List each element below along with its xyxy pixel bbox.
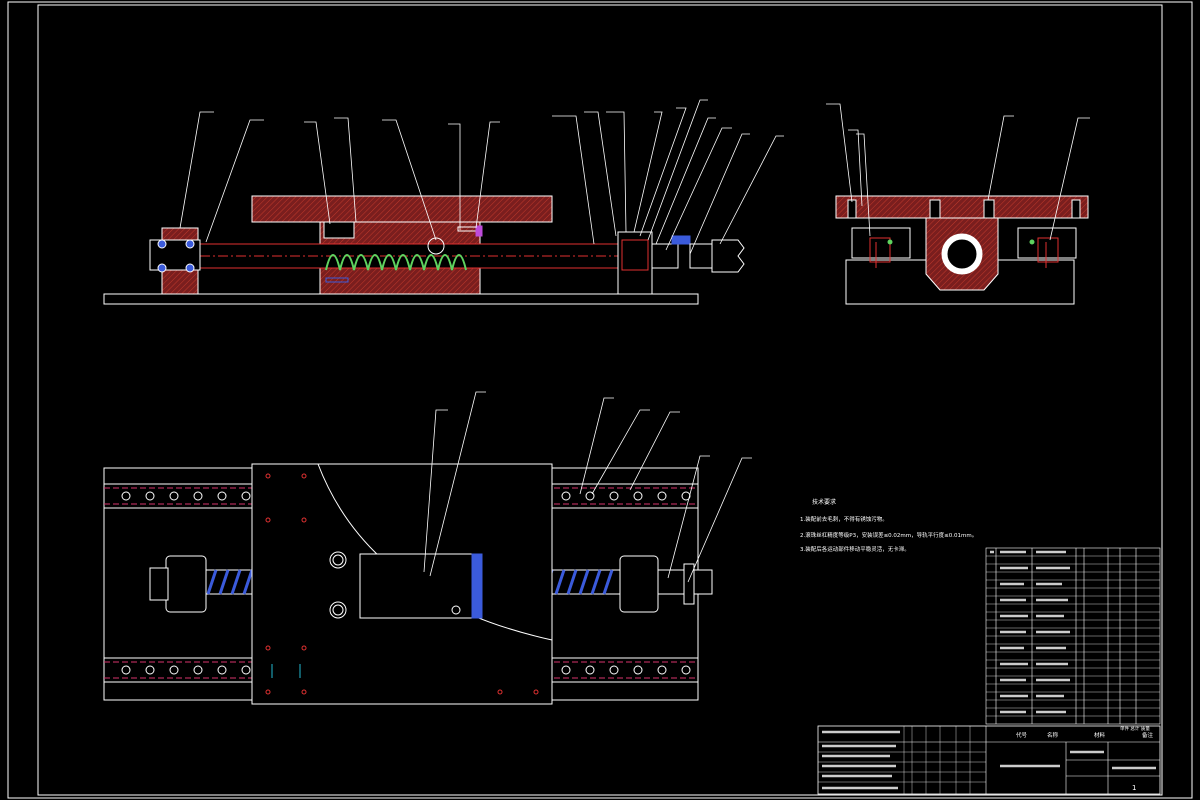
ball-return [427, 237, 445, 255]
top-view [103, 463, 713, 705]
title-block-mass-header: 单件 总计 质量 [1120, 727, 1150, 732]
side-worktable [835, 195, 1089, 219]
tech-requirement-1: 1.装配前去毛刺，不得有锈蚀污物。 [800, 517, 888, 523]
front-section-view [103, 195, 745, 305]
nut-seat [323, 221, 355, 239]
tech-requirement-3: 3.装配后各运动部件移动平稳灵活，无卡滞。 [800, 547, 910, 553]
front-leader-lines [179, 99, 784, 255]
side-left-carriage [851, 227, 911, 259]
screw-thread [325, 254, 467, 271]
top-leader-lines [423, 391, 752, 583]
right-bearing-block [617, 231, 653, 295]
motor-body [711, 239, 745, 273]
bom-table [817, 547, 1161, 795]
worktable [251, 195, 553, 223]
base-plate [103, 293, 699, 305]
title-block-sheet-number: 1 [1132, 784, 1137, 792]
table-bolts [265, 473, 539, 695]
top-right-bearing [619, 555, 659, 613]
title-block-remark-header: 备注 [1142, 733, 1154, 739]
coupling [651, 243, 679, 269]
side-leader-lines [826, 103, 1090, 241]
side-section-view [835, 195, 1089, 305]
top-left-bearing [165, 555, 207, 613]
motor-flange [689, 243, 713, 269]
title-block-code-header: 代号 [1016, 733, 1028, 739]
tech-requirements-title: 技术要求 [812, 499, 837, 506]
rail-holes-lower [121, 665, 691, 675]
title-entries [822, 730, 1156, 790]
bom-entries [990, 550, 1070, 714]
side-right-carriage [1017, 227, 1077, 259]
title-block-name-header: 名称 [1047, 733, 1059, 739]
outer-frame [7, 1, 1193, 799]
tech-requirement-2: 2.滚珠丝杠精度等级P3，安装误差≤0.02mm，导轨平行度≤0.01mm。 [800, 533, 978, 539]
title-block-material-header: 材料 [1094, 733, 1106, 739]
inner-frame [37, 4, 1163, 796]
